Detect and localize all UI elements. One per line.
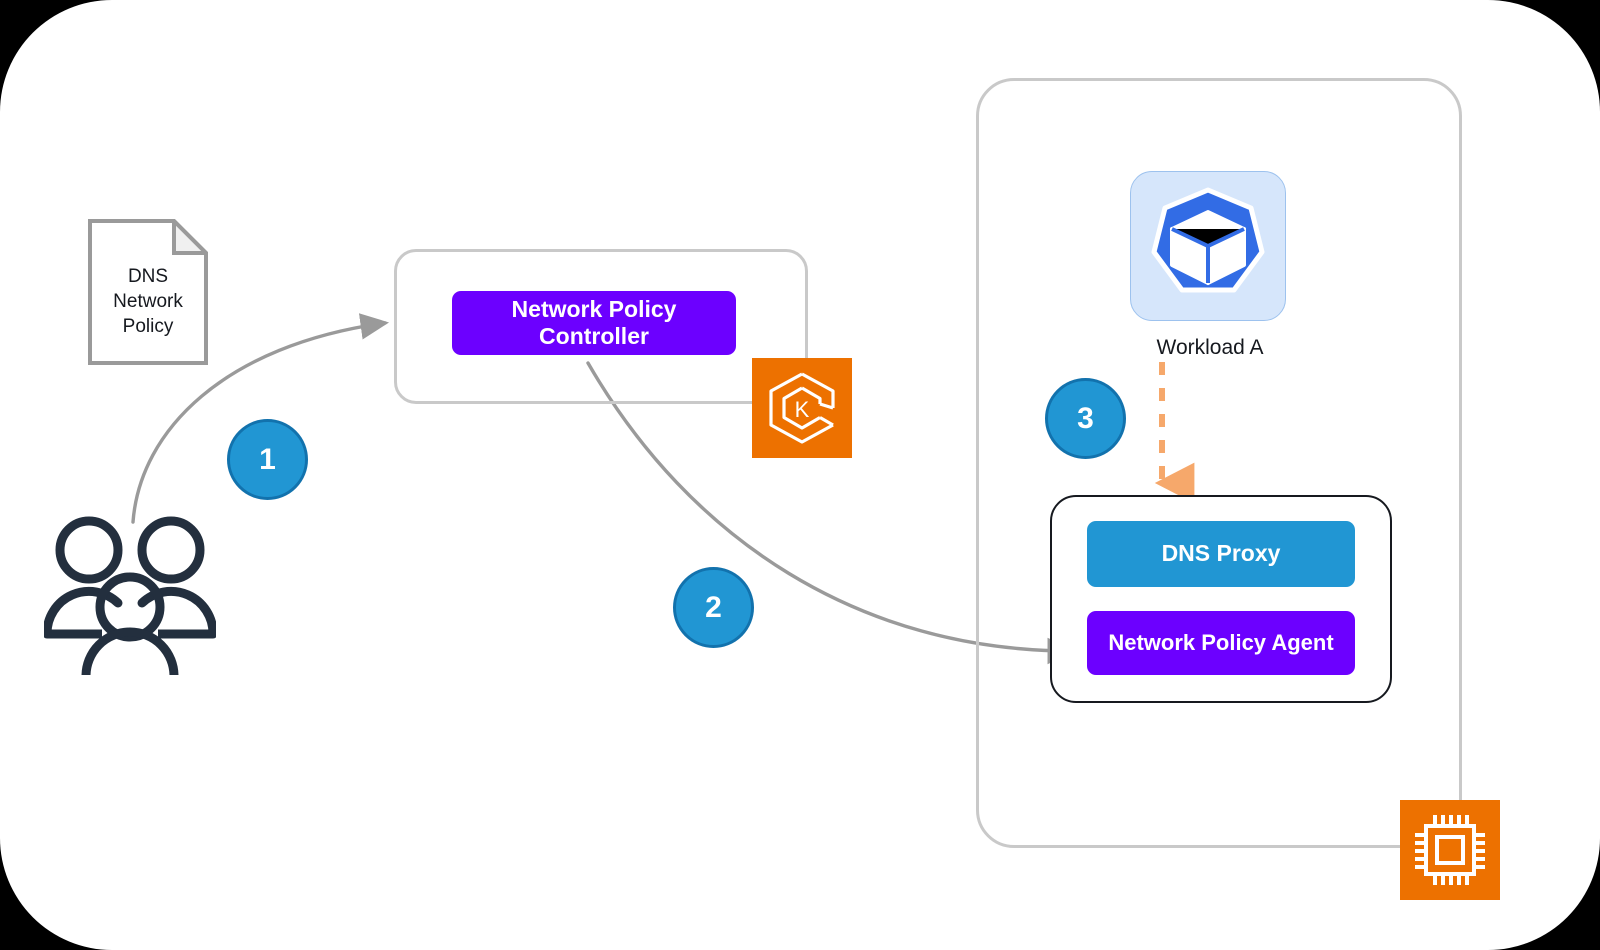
network-policy-agent-component[interactable]: Network Policy Agent [1087, 611, 1355, 675]
dns-proxy-component[interactable]: DNS Proxy [1087, 521, 1355, 587]
dns-network-policy-document: DNS Network Policy [88, 219, 208, 365]
users-icon [42, 510, 218, 681]
aws-ec2-instance-icon [1400, 800, 1500, 900]
step-badge-3: 3 [1045, 378, 1126, 459]
ec2-node-group [976, 78, 1462, 848]
document-icon [88, 219, 208, 365]
step-badge-1: 1 [227, 419, 308, 500]
document-line-2: Network [113, 291, 183, 312]
kubernetes-pod-icon [1130, 171, 1286, 321]
document-text: DNS Network Policy [88, 264, 208, 339]
aws-eks-icon: K [752, 358, 852, 458]
workload-label: Workload A [1156, 336, 1264, 359]
controller-label-line2: Controller [539, 323, 649, 349]
svg-text:K: K [795, 397, 810, 422]
document-line-3: Policy [122, 316, 174, 337]
document-line-1: DNS [127, 266, 169, 287]
network-policy-controller-component[interactable]: Network Policy Controller [452, 291, 736, 355]
controller-label-line1: Network Policy [511, 295, 677, 322]
step-badge-2: 2 [673, 567, 754, 648]
eks-control-plane-group [394, 249, 808, 404]
